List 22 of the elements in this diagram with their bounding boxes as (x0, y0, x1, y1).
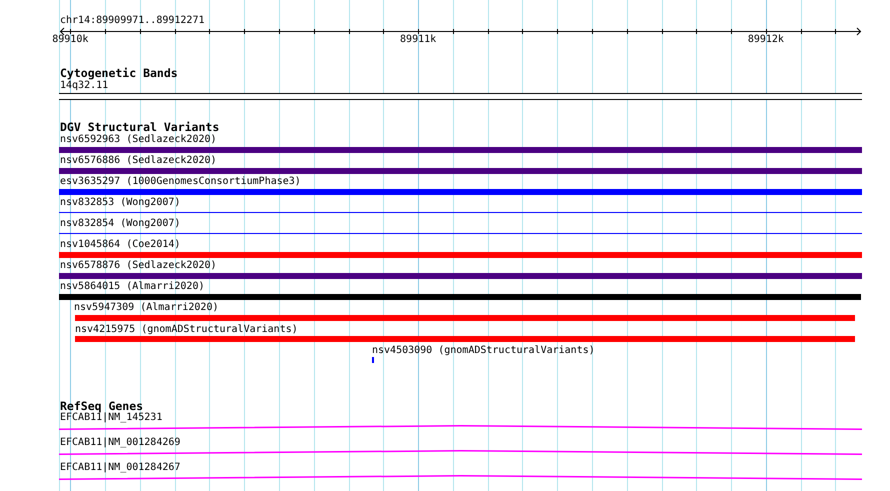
variant-label: nsv6576886 (Sedlazeck2020) (60, 155, 217, 167)
track-heading: RefSeq Genes (60, 400, 144, 413)
variant-label: nsv832854 (Wong2007) (60, 218, 180, 230)
variant-label: nsv4215975 (gnomADStructuralVariants) (75, 324, 298, 336)
variant-label: nsv6592963 (Sedlazeck2020) (60, 134, 217, 146)
tick-label: 89911k (400, 34, 436, 46)
transcript-label: EFCAB11|NM_001284267 (60, 462, 180, 474)
variant-label: nsv1045864 (Coe2014) (60, 239, 180, 251)
locus-label: chr14:89909971..89912271 (60, 15, 204, 27)
tick-label: 89910k (52, 34, 88, 46)
tick-label: 89912k (748, 34, 784, 46)
band-label: 14q32.11 (60, 80, 108, 92)
variant-label: nsv6578876 (Sedlazeck2020) (60, 260, 217, 272)
track-heading: DGV Structural Variants (60, 121, 220, 134)
variant-label: nsv5947309 (Almarri2020) (74, 302, 218, 314)
variant-label: nsv4503090 (gnomADStructuralVariants) (372, 345, 595, 357)
transcript-label: EFCAB11|NM_001284269 (60, 437, 180, 449)
variant-label: nsv5864015 (Almarri2020) (60, 281, 204, 293)
variant-label: esv3635297 (1000GenomesConsortiumPhase3) (60, 176, 301, 188)
track-heading: Cytogenetic Bands (60, 67, 178, 80)
variant-label: nsv832853 (Wong2007) (60, 197, 180, 209)
transcript-label: EFCAB11|NM_145231 (60, 412, 162, 424)
